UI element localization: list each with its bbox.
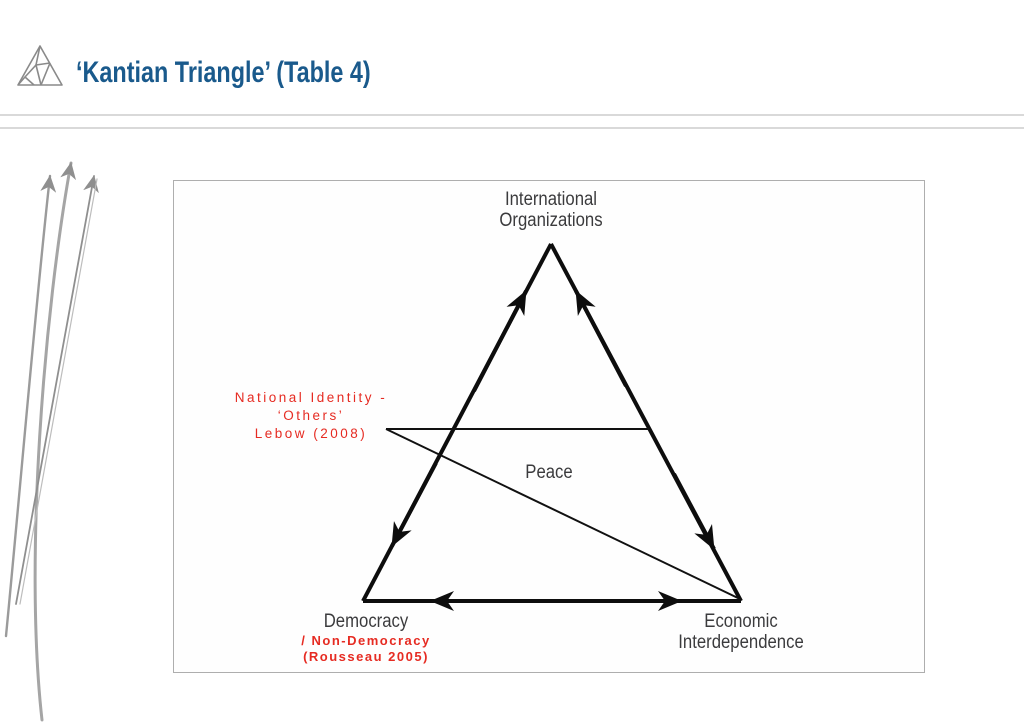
- arrowhead-left-down: [390, 462, 438, 547]
- header-divider-top: [0, 114, 1024, 116]
- annotation-line-diagonal: [385, 428, 741, 600]
- node-democracy: Democracy / Non-Democracy (Rousseau 2005…: [276, 611, 456, 665]
- node-label-line: Organizations: [499, 210, 603, 231]
- annotation-line1: National Identity -: [234, 390, 388, 405]
- page-title: ‘Kantian Triangle’ (Table 4): [76, 56, 371, 89]
- node-economic-interdependence: Economic Interdependence: [662, 611, 820, 653]
- node-international-organizations: International Organizations: [463, 189, 639, 231]
- kantian-triangle-graphic: [361, 243, 743, 611]
- swoosh-arrows-icon: [4, 161, 99, 722]
- annotation-line2: ‘Others’: [277, 408, 345, 423]
- node-label-line: Interdependence: [678, 632, 804, 653]
- node-label-line: International: [504, 189, 598, 210]
- arrowhead-right-up: [574, 290, 628, 387]
- annotation-line3: Lebow (2008): [254, 426, 368, 441]
- arrowhead-left-up: [472, 290, 528, 392]
- node-peace: Peace: [525, 462, 573, 483]
- annotation-national-identity: National Identity - ‘Others’ Lebow (2008…: [216, 389, 406, 443]
- kantian-triangle-panel: International Organizations Peace Democr…: [173, 180, 925, 673]
- democracy-red-annotation-line2: (Rousseau 2005): [303, 649, 429, 664]
- arrowhead-right-down: [672, 473, 716, 550]
- node-label-line: Democracy: [323, 611, 409, 632]
- triangle-logo-icon: [17, 45, 63, 86]
- node-label-line: Economic: [704, 611, 778, 632]
- header-divider-bottom: [0, 127, 1024, 129]
- democracy-red-annotation-line1: / Non-Democracy: [301, 633, 431, 648]
